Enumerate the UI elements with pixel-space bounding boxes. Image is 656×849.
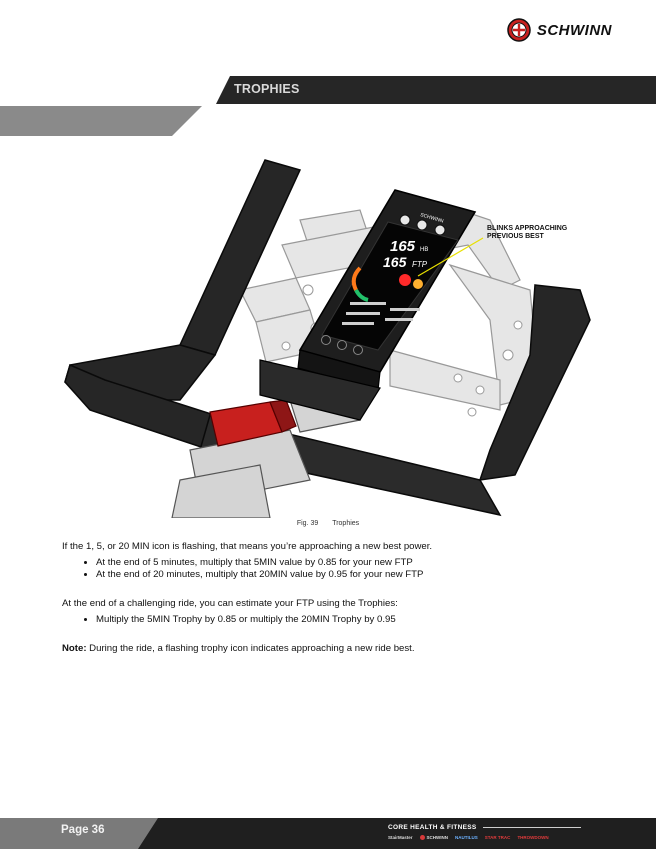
- body-text: If the 1, 5, or 20 MIN icon is flashing,…: [62, 541, 602, 655]
- page-number: Page 36: [61, 824, 105, 836]
- schwinn-seal-icon: [507, 18, 531, 42]
- schwinn-dot-icon: [419, 835, 425, 841]
- console-body: [259, 189, 477, 421]
- list-item: Multiply the 5MIN Trophy by 0.85 or mult…: [96, 614, 602, 626]
- callout-label: BLINKS APPROACHING PREVIOUS BEST: [487, 225, 568, 240]
- divider: [482, 827, 581, 828]
- section-banner: [216, 76, 656, 104]
- note-paragraph: Note: During the ride, a flashing trophy…: [62, 643, 602, 655]
- section-accent-bar: [0, 106, 202, 136]
- brand-logo: SCHWINN: [507, 18, 612, 42]
- list-item: At the end of 5 minutes, multiply that 5…: [96, 557, 602, 569]
- brand-name: SCHWINN: [536, 21, 612, 39]
- red-clamp: [209, 399, 297, 447]
- figure-title: Trophies: [332, 520, 360, 527]
- bullet-list-1: At the end of 5 minutes, multiply that 5…: [62, 557, 602, 581]
- right-handlebar-grip: [478, 284, 591, 481]
- group-name: CORE HEALTH & FITNESS: [388, 824, 477, 831]
- brand-stairmaster: StairMaster: [388, 835, 413, 841]
- figure-number: Fig. 39: [296, 520, 319, 527]
- paragraph-2: At the end of a challenging ride, you ca…: [62, 598, 398, 609]
- section-title: TROPHIES: [234, 82, 300, 96]
- footer-group-logo: CORE HEALTH & FITNESS StairMaster SCHWIN…: [388, 824, 581, 841]
- callout-leader-line: [417, 237, 484, 277]
- console-unit-1: HB: [420, 247, 428, 253]
- brand-nautilus: NAUTILUS: [455, 835, 478, 841]
- footer-page-tab: [0, 818, 158, 849]
- bullet-list-2: Multiply the 5MIN Trophy by 0.85 or mult…: [62, 614, 602, 626]
- brand-star-trac: STAR TRAC: [484, 835, 511, 841]
- console-value-2: 165: [383, 254, 407, 270]
- note-text: During the ride, a flashing trophy icon …: [86, 643, 415, 654]
- paragraph-1: If the 1, 5, or 20 MIN icon is flashing,…: [62, 541, 433, 552]
- note-label: Note:: [62, 643, 87, 654]
- list-item: At the end of 20 minutes, multiply that …: [96, 569, 602, 581]
- console-value-1: 165: [390, 238, 416, 255]
- figure-caption: Fig. 39 Trophies: [0, 520, 656, 527]
- brand-schwinn: SCHWINN: [419, 835, 448, 841]
- brand-throwdown: THROWDOWN: [517, 835, 549, 841]
- handlebar-console-illustration: SCHWINN 165 HB 165 FTP: [64, 159, 591, 518]
- left-handlebar-grip: [64, 159, 302, 451]
- brand-list: StairMaster SCHWINN NAUTILUS STAR TRAC T…: [388, 835, 581, 841]
- console-unit-2: FTP: [412, 260, 428, 269]
